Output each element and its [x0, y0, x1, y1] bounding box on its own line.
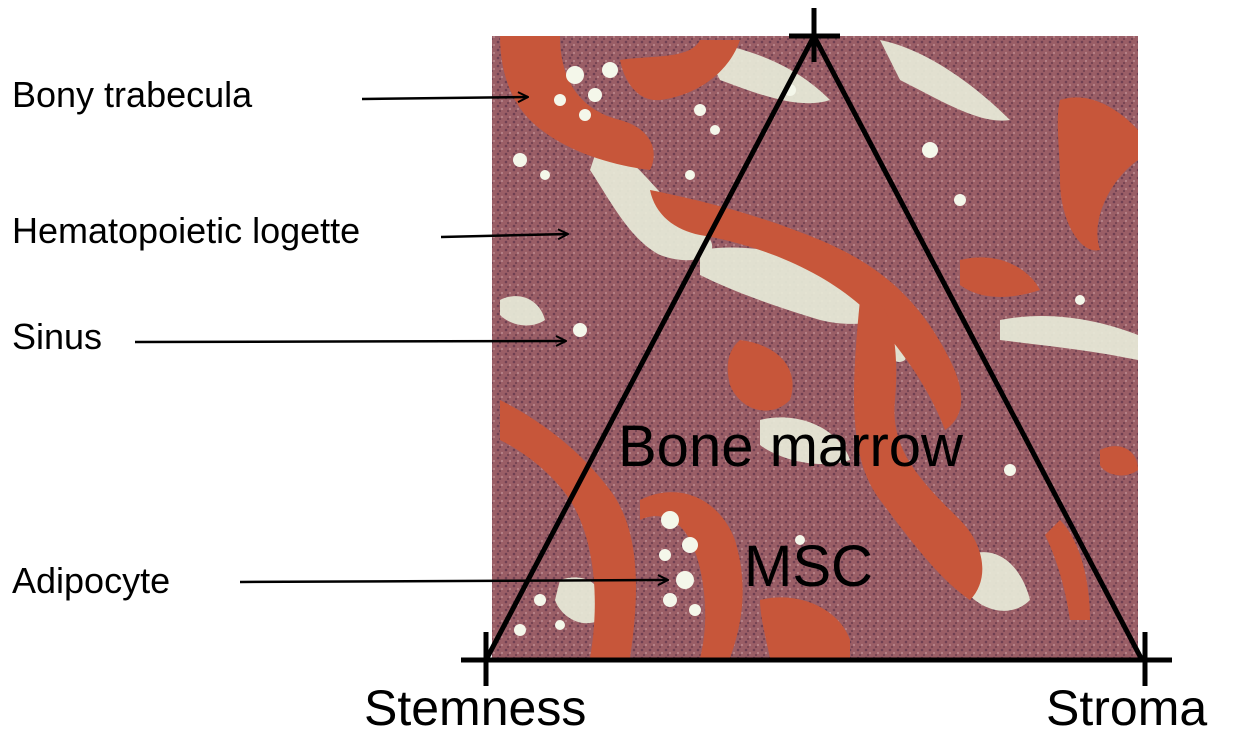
adipocyte-label: Adipocyte — [12, 563, 170, 599]
hematopoietic-logette-arrow — [441, 234, 568, 237]
bone-marrow-label: Bone marrow — [618, 418, 963, 476]
stemness-vertex-label: Stemness — [364, 683, 586, 733]
stroma-vertex-label: Stroma — [1046, 683, 1207, 733]
adipocyte-arrow — [240, 580, 668, 582]
bony-trabecula-arrow — [362, 97, 528, 99]
sinus-label: Sinus — [12, 319, 102, 355]
annotation-arrows — [135, 97, 668, 582]
hematopoietic-logette-label: Hematopoietic logette — [12, 213, 360, 249]
bony-trabecula-label: Bony trabecula — [12, 77, 252, 113]
msc-label: MSC — [744, 538, 873, 596]
sinus-arrow — [135, 341, 566, 342]
